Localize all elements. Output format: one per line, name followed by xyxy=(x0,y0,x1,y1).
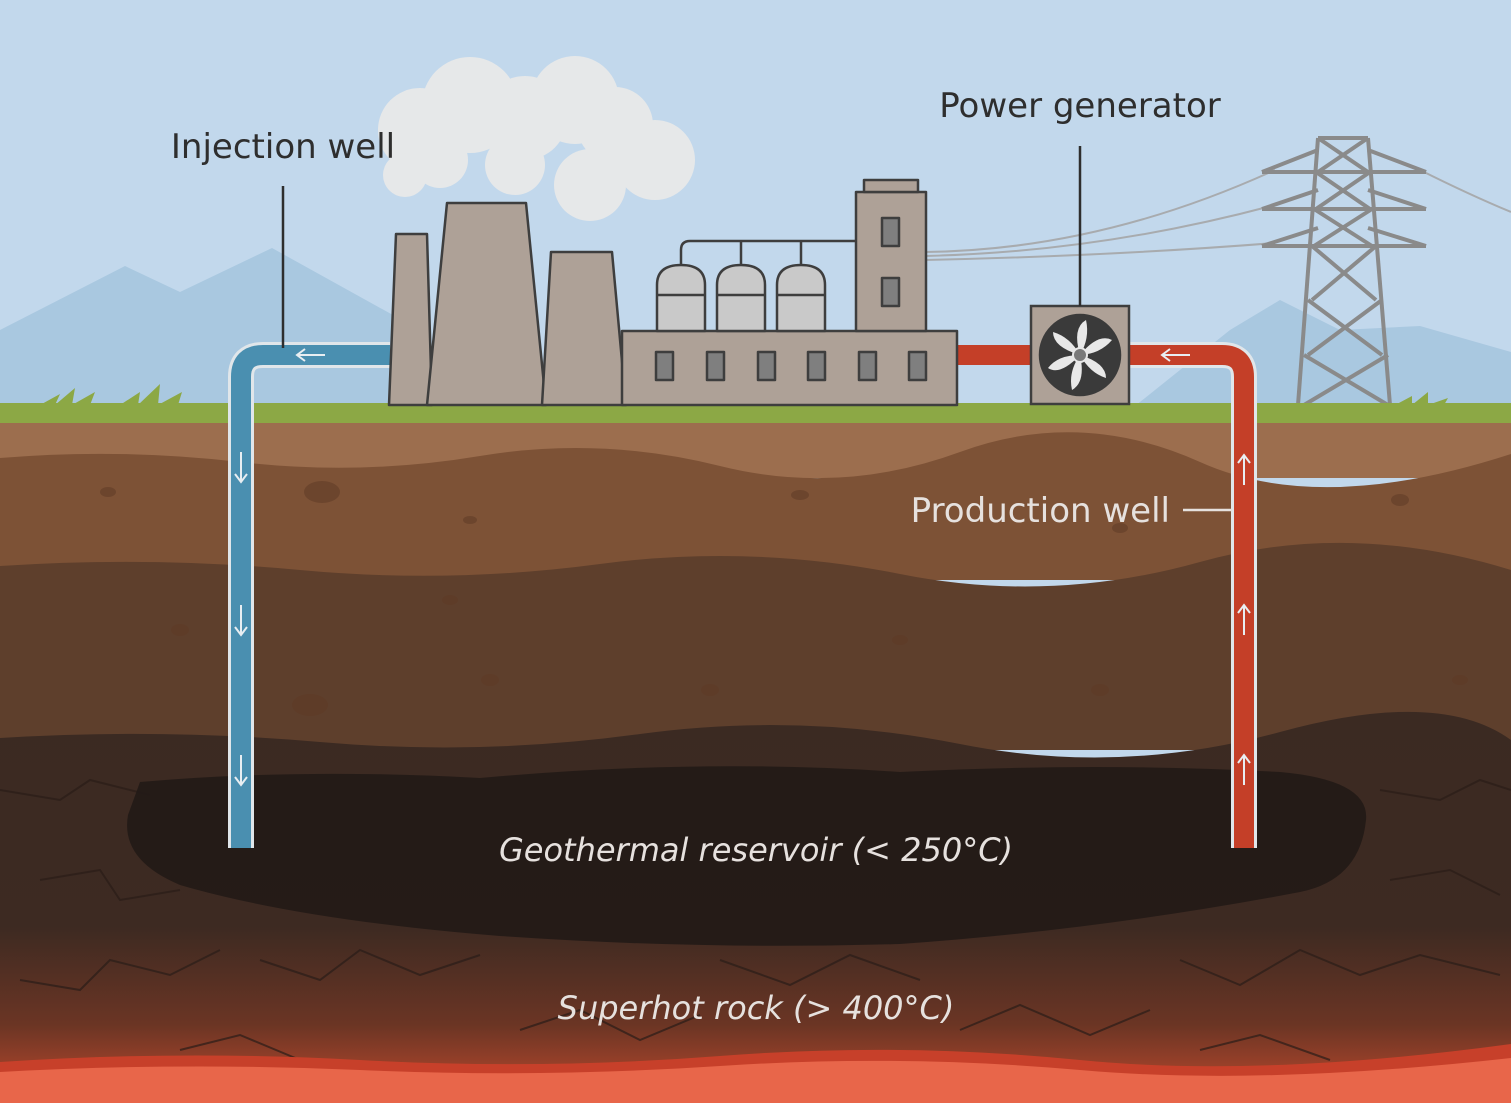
tank-pipes xyxy=(679,239,856,265)
arrow-icon xyxy=(295,348,325,362)
injection-pipe xyxy=(231,345,390,848)
chimney xyxy=(387,232,434,407)
main-hall xyxy=(620,329,959,407)
arrow-icon xyxy=(1237,603,1251,635)
power-plant xyxy=(387,178,959,407)
rock-cracks xyxy=(0,778,1511,1061)
steam-cloud xyxy=(378,56,695,221)
injection-well-label: Injection well xyxy=(171,127,395,167)
cooling-tower-large xyxy=(425,201,548,407)
transmission-tower xyxy=(1261,136,1427,407)
mountains-right xyxy=(1130,300,1511,410)
plant-to-generator-pipe xyxy=(955,345,1035,365)
magma-surface xyxy=(0,1058,1511,1103)
reservoir-label: Geothermal reservoir (< 250°C) xyxy=(499,831,1013,869)
soil-speckles xyxy=(100,481,1468,716)
soil-deep-layer xyxy=(0,542,1511,750)
flow-arrows xyxy=(234,348,1251,787)
power-lines xyxy=(924,169,1511,261)
fan-icon xyxy=(1048,320,1112,390)
geothermal-reservoir xyxy=(127,766,1367,946)
tanks xyxy=(655,263,827,333)
grass-tufts xyxy=(40,384,1448,405)
arrow-icon xyxy=(1237,753,1251,785)
arrow-icon xyxy=(234,605,248,637)
cooling-tower-small xyxy=(540,250,628,407)
arrow-icon xyxy=(234,755,248,787)
control-tower xyxy=(854,190,928,333)
arrow-icon xyxy=(234,452,248,484)
control-tower-cap xyxy=(862,178,920,194)
power-generator-label: Power generator xyxy=(939,86,1221,126)
mountains-left xyxy=(0,248,420,410)
production-well-label: Production well xyxy=(911,491,1170,531)
power-generator xyxy=(1029,304,1131,406)
arrow-icon xyxy=(1237,453,1251,485)
grass-strip xyxy=(0,403,1511,423)
hall-windows xyxy=(654,350,928,382)
soil-mid-layer xyxy=(0,432,1511,580)
superhot-rock-label: Superhot rock (> 400°C) xyxy=(558,989,955,1027)
arrow-icon xyxy=(1160,348,1190,362)
production-pipe xyxy=(1128,345,1254,848)
